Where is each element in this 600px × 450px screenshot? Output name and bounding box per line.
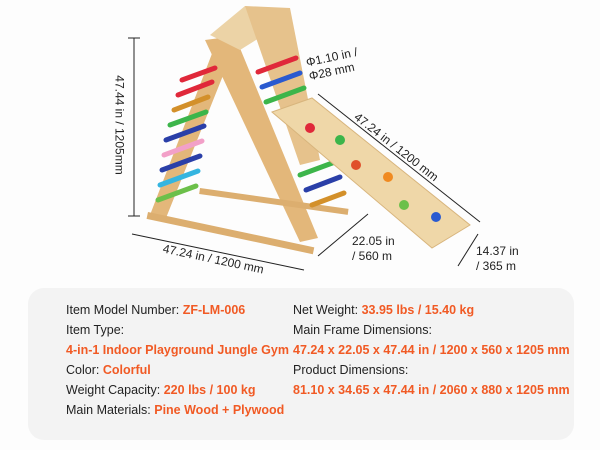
specs-left-column: Item Model Number: ZF-LM-006 Item Type: … xyxy=(66,300,289,420)
spec-weight: Net Weight: 33.95 lbs / 15.40 kg xyxy=(293,303,475,317)
climbing-holds xyxy=(305,123,441,222)
spec-type-label: Item Type: xyxy=(66,323,125,337)
climbing-ramp xyxy=(271,97,471,249)
slide-width-line1: 14.37 in xyxy=(476,244,519,258)
spec-materials: Main Materials: Pine Wood + Plywood xyxy=(66,403,285,417)
slide-width-line2: / 365 m xyxy=(476,259,517,273)
depth-line2: / 560 m xyxy=(352,249,393,263)
spec-frame-label: Main Frame Dimensions: xyxy=(293,323,432,337)
jungle-gym-illustration xyxy=(128,6,481,271)
specs-card: Item Model Number: ZF-LM-006 Item Type: … xyxy=(28,288,574,440)
spec-product-label: Product Dimensions: xyxy=(293,363,409,377)
rungs xyxy=(155,55,347,208)
spec-color: Color: Colorful xyxy=(66,363,151,377)
depth-label: 22.05 in / 560 m xyxy=(352,234,395,264)
height-dimension-label: 47.44 in / 1205mm xyxy=(112,75,127,175)
spec-frame-value: 47.24 x 22.05 x 47.44 in / 1200 x 560 x … xyxy=(293,343,570,357)
slide-width-label: 14.37 in / 365 m xyxy=(476,244,519,274)
spec-product-value: 81.10 x 34.65 x 47.44 in / 2060 x 880 x … xyxy=(293,383,570,397)
spec-capacity: Weight Capacity: 220 lbs / 100 kg xyxy=(66,383,256,397)
frame xyxy=(146,6,349,255)
dimension-lines xyxy=(128,37,481,271)
depth-line1: 22.05 in xyxy=(352,234,395,248)
spec-type-value: 4-in-1 Indoor Playground Jungle Gym xyxy=(66,343,289,357)
specs-right-column: Net Weight: 33.95 lbs / 15.40 kg Main Fr… xyxy=(293,300,570,400)
spec-model: Item Model Number: ZF-LM-006 xyxy=(66,303,246,317)
